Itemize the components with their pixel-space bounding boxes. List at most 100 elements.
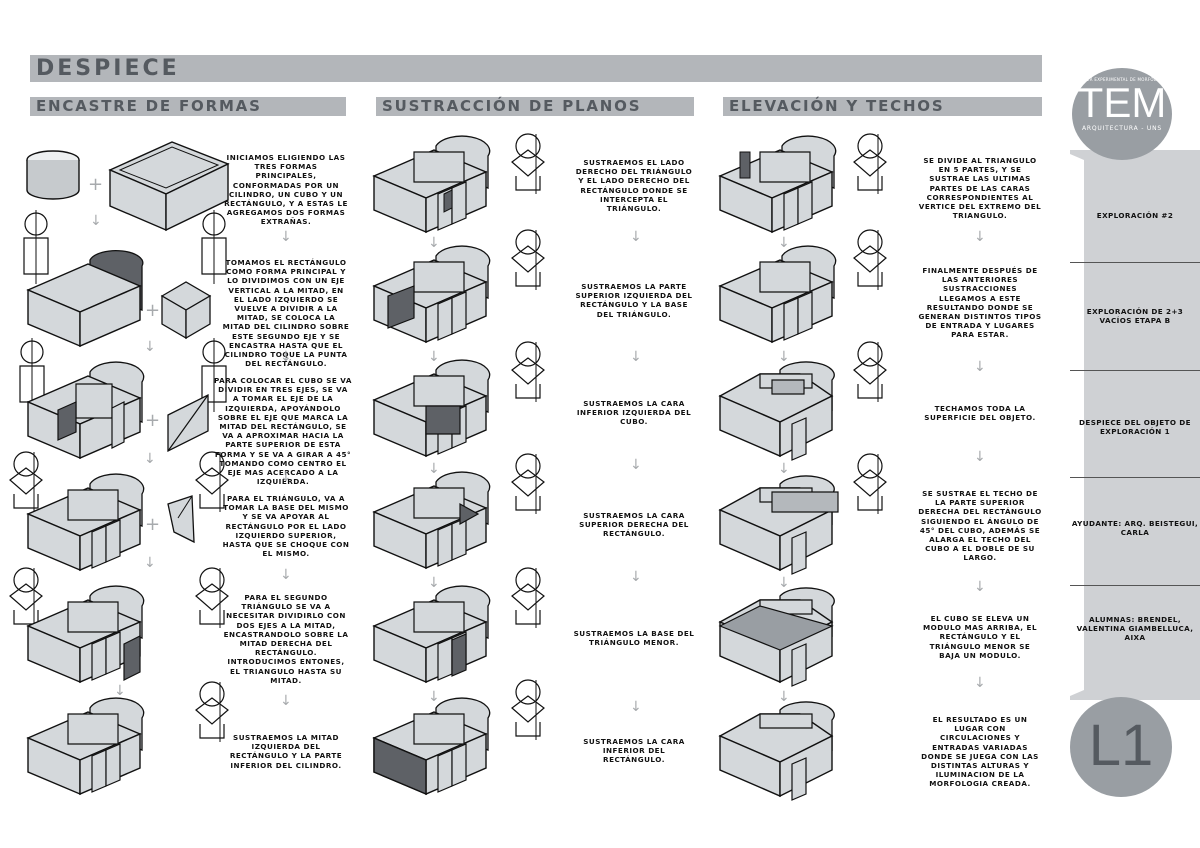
down-arrow: ↓ [428,349,440,365]
tem-logo-text: TEM [1077,79,1167,126]
step-text: PARA EL SEGUNDO TRIÁNGULO SE VA A NECESI… [223,593,349,685]
section-banner-encastre: ENCASTRE DE FORMAS [30,97,346,116]
step-text: SUSTRAEMOS LA MITAD IZQUIERDA DEL RECTÁN… [229,733,343,770]
step-text: TECHAMOS TODA LA SUPERFICIE DEL OBJETO. [924,404,1036,423]
down-arrow: ↓ [630,699,642,715]
down-arrow: ↓ [144,339,156,355]
down-arrow: ↓ [778,689,790,705]
down-arrow: ↓ [630,457,642,473]
sidebar-despiece: DESPIECE DEL OBJETO DE EXPLORACIÓN 1 [1079,418,1191,436]
section-title: ELEVACIÓN Y TECHOS [729,97,945,115]
roof-step-3 [719,361,835,461]
axis-diagram [511,229,545,291]
small-triangle-shape [167,495,195,544]
sidebar-panel [1070,150,1200,700]
triangle-prism-shape [167,393,209,453]
assembly-step-5 [27,585,145,683]
down-arrow: ↓ [114,683,126,699]
plus-sign: + [145,514,161,535]
down-arrow: ↓ [280,693,292,709]
main-title: DESPIECE [36,56,180,81]
sidebar-divider [1070,370,1200,371]
subtraction-step-5 [373,585,491,683]
sidebar-divider [1070,585,1200,586]
plus-sign: + [145,300,161,321]
down-arrow: ↓ [144,555,156,571]
cylinder-shape [26,150,80,200]
plus-sign: + [145,410,161,431]
tem-logo-caption: TALLER EXPERIMENTAL DE MORFOLOGÍA [1076,77,1168,82]
subtraction-step-1 [373,135,491,233]
roof-step-2 [719,245,837,343]
subtraction-step-6 [373,697,491,796]
roof-step-1 [719,135,837,233]
down-arrow: ↓ [428,235,440,251]
main-title-banner: DESPIECE [30,55,1042,82]
assembly-step-6 [27,697,145,795]
sidebar-ayudante: AYUDANTE: ARQ. BEISTEGUI, CARLA [1071,519,1199,537]
down-arrow: ↓ [280,229,292,245]
step-text: SUSTRAEMOS LA CARA SUPERIOR DERECHA DEL … [579,511,689,539]
down-arrow: ↓ [630,349,642,365]
roof-step-4 [719,475,839,575]
step-text: SE DIVIDE AL TRIANGULO EN 5 PARTES, Y SE… [918,156,1042,221]
down-arrow: ↓ [778,461,790,477]
step-text: EL CUBO SE ELEVA UN MODULO MAS ARRIBA, E… [922,614,1038,660]
subtraction-step-4 [373,471,491,569]
step-text: TOMAMOS EL RECTÁNGULO COMO FORMA PRINCIP… [222,258,350,369]
down-arrow: ↓ [974,449,986,465]
down-arrow: ↓ [630,229,642,245]
step-text: SE SUSTRAE EL TECHO DE LA PARTE SUPERIOR… [918,489,1042,563]
down-arrow: ↓ [280,567,292,583]
axis-diagram [853,453,887,515]
sidebar-divider [1070,262,1200,263]
step-text: SUSTRAEMOS LA CARA INFERIOR IZQUIERDA DE… [576,399,692,427]
cube-shape [160,281,212,340]
roof-step-6 [719,701,835,801]
axis-diagram [853,133,887,195]
step-text: PARA COLOCAR EL CUBO SE VA DIVIDIR EN TR… [214,376,352,487]
axis-diagram [511,453,545,515]
down-arrow: ↓ [428,461,440,477]
section-title: SUSTRACCIÓN DE PLANOS [382,97,642,115]
down-arrow: ↓ [428,689,440,705]
down-arrow: ↓ [778,235,790,251]
step-text: INICIAMOS ELIGIENDO LAS TRES FORMAS PRIN… [224,153,348,227]
assembly-step-2 [26,250,144,348]
down-arrow: ↓ [778,575,790,591]
step-text: PARA EL TRIÁNGULO, VA A TOMAR LA BASE DE… [222,494,350,559]
assembly-step-4 [27,473,145,571]
section-banner-sustraccion: SUSTRACCIÓN DE PLANOS [376,97,694,116]
down-arrow: ↓ [778,349,790,365]
down-arrow: ↓ [280,469,292,485]
step-text: SUSTRAEMOS EL LADO DERECHO DEL TRIÁNGULO… [575,158,693,214]
step-text: SUSTRAEMOS LA PARTE SUPERIOR IZQUIERDA D… [575,282,693,319]
subtraction-step-3 [373,359,491,457]
subtraction-step-2 [373,245,491,343]
sidebar-exploracion: EXPLORACIÓN #2 [1096,211,1174,220]
step-text: EL RESULTADO ES UN LUGAR CON CIRCULACION… [921,715,1039,789]
roof-step-5 [718,587,835,687]
sidebar-exploracion-vacios: EXPLORACIÓN DE 2+3 VACÍOS ETAPA B [1086,307,1184,325]
assembly-step-3 [27,361,145,459]
tem-logo [1072,68,1172,160]
step-text: SUSTRAEMOS LA CARA INFERIOR DEL RECTÁNGU… [583,737,685,765]
axis-diagram [511,341,545,403]
sidebar-alumnas: ALUMNAS: BRENDEL, VALENTINA GIAMBELLUCA,… [1076,615,1194,642]
down-arrow: ↓ [280,349,292,365]
axis-diagram [853,341,887,403]
section-title: ENCASTRE DE FORMAS [36,97,262,115]
down-arrow: ↓ [90,213,102,229]
step-text: SUSTRAEMOS LA BASE DEL TRIÁNGULO MENOR. [573,629,695,648]
axis-diagram [511,567,545,629]
down-arrow: ↓ [630,569,642,585]
section-banner-elevacion: ELEVACIÓN Y TECHOS [723,97,1042,116]
plus-sign: + [88,174,104,195]
down-arrow: ↓ [974,579,986,595]
axis-diagram [853,229,887,291]
tem-logo-subtitle: ARQUITECTURA - UNS [1082,125,1162,132]
down-arrow: ↓ [428,575,440,591]
down-arrow: ↓ [974,229,986,245]
sheet-number: L1 [1088,713,1154,778]
down-arrow: ↓ [144,451,156,467]
